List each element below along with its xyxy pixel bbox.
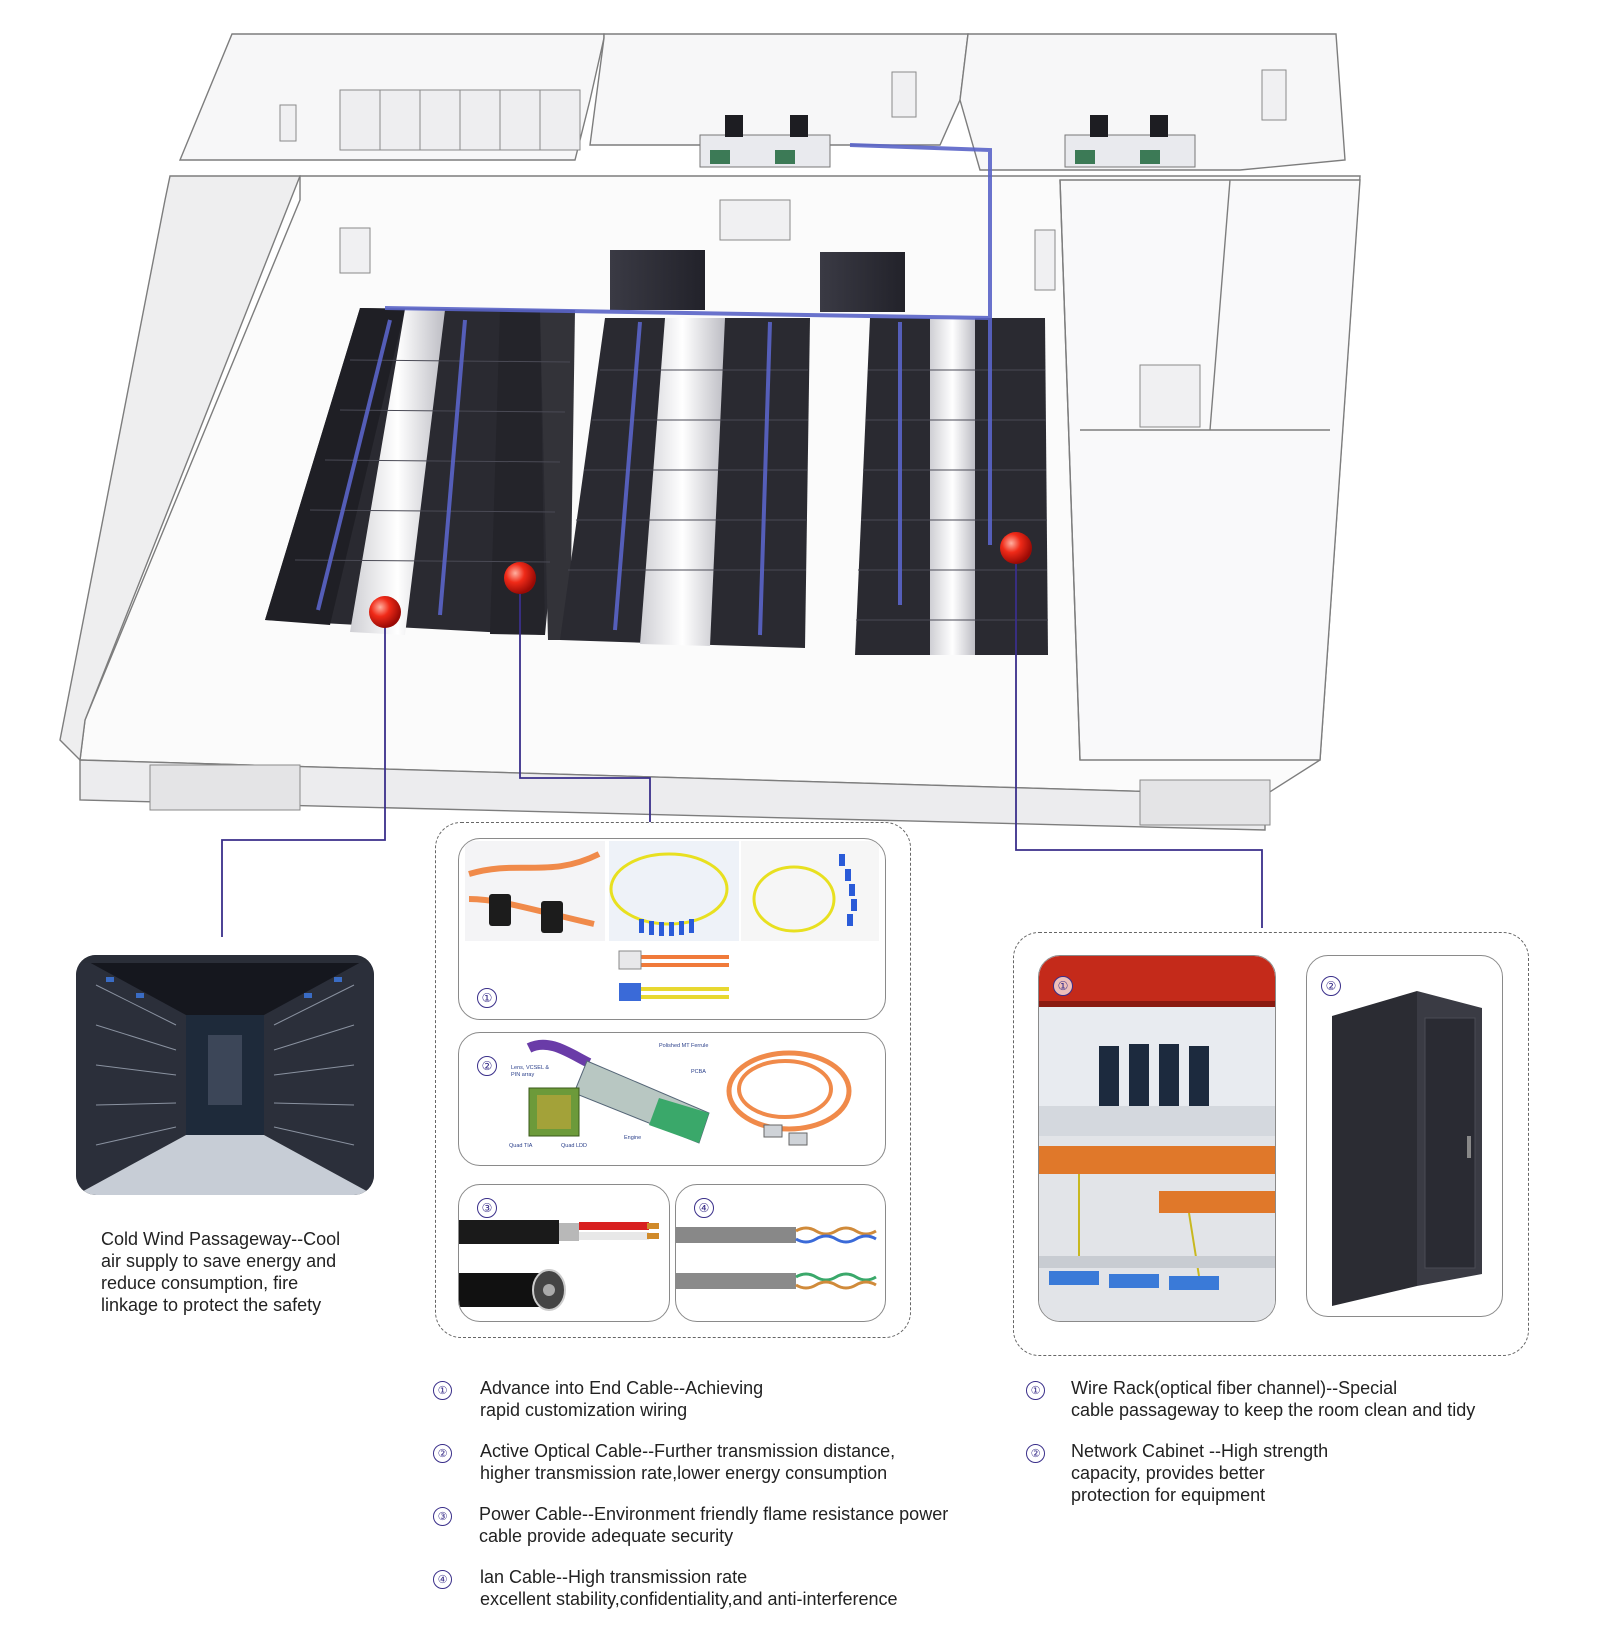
end-cable-images: [465, 841, 879, 1001]
infra-desc-2-line-3: protection for equipment: [1071, 1485, 1266, 1505]
infra-desc-2-line-1: Network Cabinet --High strength: [1071, 1441, 1329, 1461]
cable-desc-1-number: ①: [433, 1381, 452, 1400]
infra-desc-2-line-2: capacity, provides better: [1071, 1463, 1265, 1483]
lan-cable-number: ④: [694, 1198, 714, 1218]
server-aisle-photo: [76, 955, 374, 1195]
cable-desc-3-number: ③: [433, 1507, 452, 1526]
cable-desc-2: Active Optical Cable--Further transmissi…: [480, 1440, 895, 1484]
cold-wind-line-4: linkage to protect the safety: [101, 1295, 322, 1315]
cold-wind-line-1: Cold Wind Passageway--Cool: [101, 1229, 341, 1249]
cable-marker: [504, 562, 536, 594]
cable-desc-1-line-1: Advance into End Cable--Achieving: [480, 1378, 764, 1398]
aoc-number: ②: [477, 1056, 497, 1076]
room-details: [149, 69, 1287, 826]
infra-desc-1-line-2: cable passageway to keep the room clean …: [1071, 1400, 1476, 1420]
cold-aisle-marker: [369, 596, 401, 628]
power-cable-number: ③: [477, 1198, 497, 1218]
cable-desc-2-line-1: Active Optical Cable--Further transmissi…: [480, 1441, 896, 1461]
cable-desc-3-line-2: cable provide adequate security: [479, 1526, 734, 1546]
end-cable-number: ①: [477, 988, 497, 1008]
infra-desc-2: Network Cabinet --High strength capacity…: [1071, 1440, 1328, 1506]
cold-wind-line-3: reduce consumption, fire: [101, 1273, 299, 1293]
wire-rack-photo: [1038, 955, 1276, 1322]
network-cabinet-panel: [1306, 955, 1503, 1317]
aoc-label-pcba: PCBA: [691, 1069, 706, 1075]
cable-desc-2-line-2: higher transmission rate,lower energy co…: [480, 1463, 888, 1483]
aoc-label-engine: Engine: [624, 1135, 641, 1141]
end-cable-panel: [458, 838, 886, 1020]
wire-rack-marker: [1000, 532, 1032, 564]
cable-desc-4-line-2: excellent stability,confidentiality,and …: [480, 1589, 898, 1609]
aoc-label-ferrule: Polished MT Ferrule: [659, 1043, 708, 1049]
infra-desc-1-line-1: Wire Rack(optical fiber channel)--Specia…: [1071, 1378, 1398, 1398]
cold-aisle-photo: [76, 955, 374, 1195]
wire-rack-image: [1039, 956, 1275, 1321]
cable-desc-3-line-1: Power Cable--Environment friendly flame …: [479, 1504, 949, 1524]
cable-desc-4: lan Cable--High transmission rate excell…: [480, 1566, 898, 1610]
network-cabinet-number: ②: [1321, 976, 1341, 996]
cold-wind-description: Cold Wind Passageway--Cool air supply to…: [101, 1228, 340, 1316]
aoc-label-tia: Quad TIA: [509, 1143, 533, 1149]
cold-wind-line-2: air supply to save energy and: [101, 1251, 337, 1271]
network-cabinet-image: [1332, 991, 1482, 1306]
infra-desc-1: Wire Rack(optical fiber channel)--Specia…: [1071, 1377, 1475, 1421]
cable-desc-4-number: ④: [433, 1570, 452, 1589]
aoc-panel: Lens, VCSEL & PIN array Polished MT Ferr…: [458, 1032, 886, 1166]
infra-desc-2-number: ②: [1026, 1444, 1045, 1463]
ac-units: [610, 250, 905, 312]
wire-rack-number: ①: [1053, 976, 1073, 996]
cable-desc-2-number: ②: [433, 1444, 452, 1463]
cable-desc-3: Power Cable--Environment friendly flame …: [479, 1503, 948, 1547]
aoc-label-lens: Lens, VCSEL &: [511, 1065, 549, 1071]
cable-desc-4-line-1: lan Cable--High transmission rate: [480, 1567, 748, 1587]
lan-cable-images: [676, 1226, 877, 1290]
power-cable-images: [459, 1220, 659, 1311]
cable-desc-1: Advance into End Cable--Achieving rapid …: [480, 1377, 763, 1421]
cable-desc-1-line-2: rapid customization wiring: [480, 1400, 688, 1420]
rack-row-3: [855, 318, 1048, 655]
infra-desc-1-number: ①: [1026, 1381, 1045, 1400]
rack-row-2: [560, 318, 810, 648]
rack-row-1: [265, 308, 575, 640]
aoc-label-ldd: Quad LDD: [561, 1143, 587, 1149]
office-desks: [699, 115, 1196, 168]
callout-lines: [221, 550, 1263, 937]
fiber-channel: [316, 143, 992, 636]
aoc-label-pin: PIN array: [511, 1072, 534, 1078]
aoc-images: Lens, VCSEL & PIN array Polished MT Ferr…: [509, 1039, 852, 1149]
